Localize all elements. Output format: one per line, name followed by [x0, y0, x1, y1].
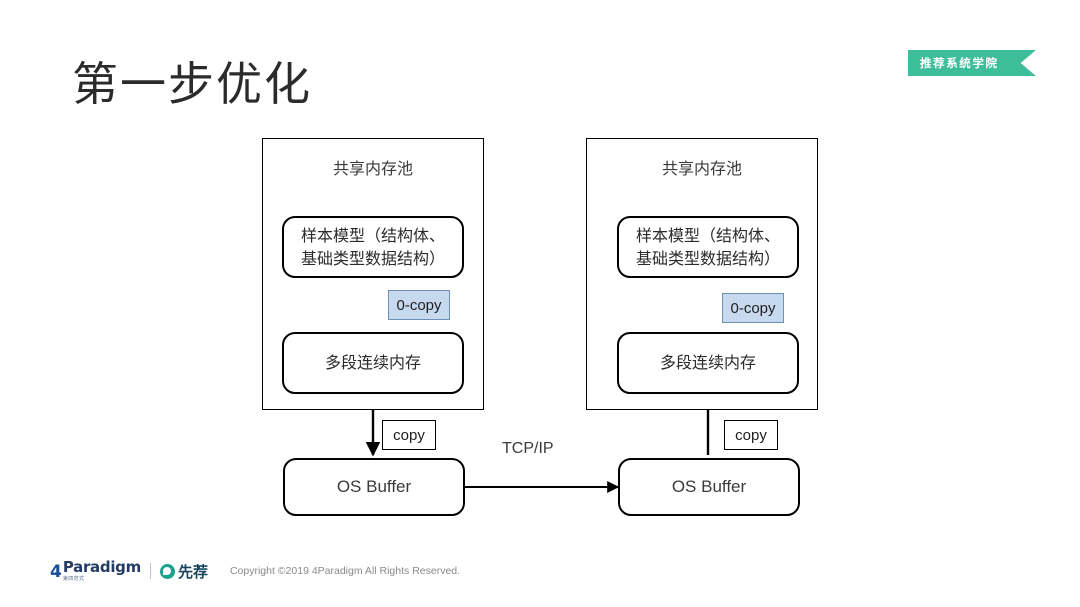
page-title: 第一步优化 [72, 57, 312, 111]
right-os-buffer-box: OS Buffer [618, 458, 800, 516]
left-contiguous-memory-box: 多段连续内存 [282, 332, 464, 394]
logo-divider [149, 563, 151, 579]
four-glyph-icon: 4 [50, 562, 62, 582]
four-paradigm-subtext: 第四范式 [62, 576, 85, 582]
four-paradigm-wordmark: Paradigm [62, 558, 141, 576]
right-contiguous-memory-box: 多段连续内存 [617, 332, 799, 394]
left-copy-tag: copy [382, 420, 436, 450]
copyright-text: Copyright ©2019 4Paradigm All Rights Res… [229, 565, 461, 577]
right-zero-copy-tag: 0-copy [722, 293, 784, 323]
left-sample-model-box: 样本模型（结构体、 基础类型数据结构） [282, 216, 464, 278]
left-zero-copy-tag: 0-copy [388, 290, 450, 320]
tcpip-label: TCP/IP [502, 440, 554, 457]
badge-label: 推荐系统学院 [920, 56, 999, 70]
left-os-buffer-box: OS Buffer [283, 458, 465, 516]
four-paradigm-logo: 4 Paradigm 第四范式 [50, 560, 141, 582]
xianjian-wordmark: 先荐 [177, 562, 208, 581]
left-sample-model-line1: 样本模型（结构体、 [300, 225, 445, 245]
right-sample-model-line2: 基础类型数据结构） [635, 249, 780, 268]
xianjian-logo: 先荐 [159, 561, 208, 582]
right-pool-title: 共享内存池 [661, 159, 742, 178]
left-sample-model-line2: 基础类型数据结构） [300, 249, 445, 268]
badge-shape [908, 50, 1036, 76]
xianjian-mark-icon [159, 563, 175, 579]
left-pool-title: 共享内存池 [332, 159, 413, 178]
right-sample-model-line1: 样本模型（结构体、 [635, 225, 780, 245]
right-sample-model-box: 样本模型（结构体、 基础类型数据结构） [617, 216, 799, 278]
course-badge: 推荐系统学院 [908, 50, 1036, 76]
right-copy-tag: copy [724, 420, 778, 450]
footer: 4 Paradigm 第四范式 先荐 Copyright ©2019 4Para… [50, 558, 460, 584]
